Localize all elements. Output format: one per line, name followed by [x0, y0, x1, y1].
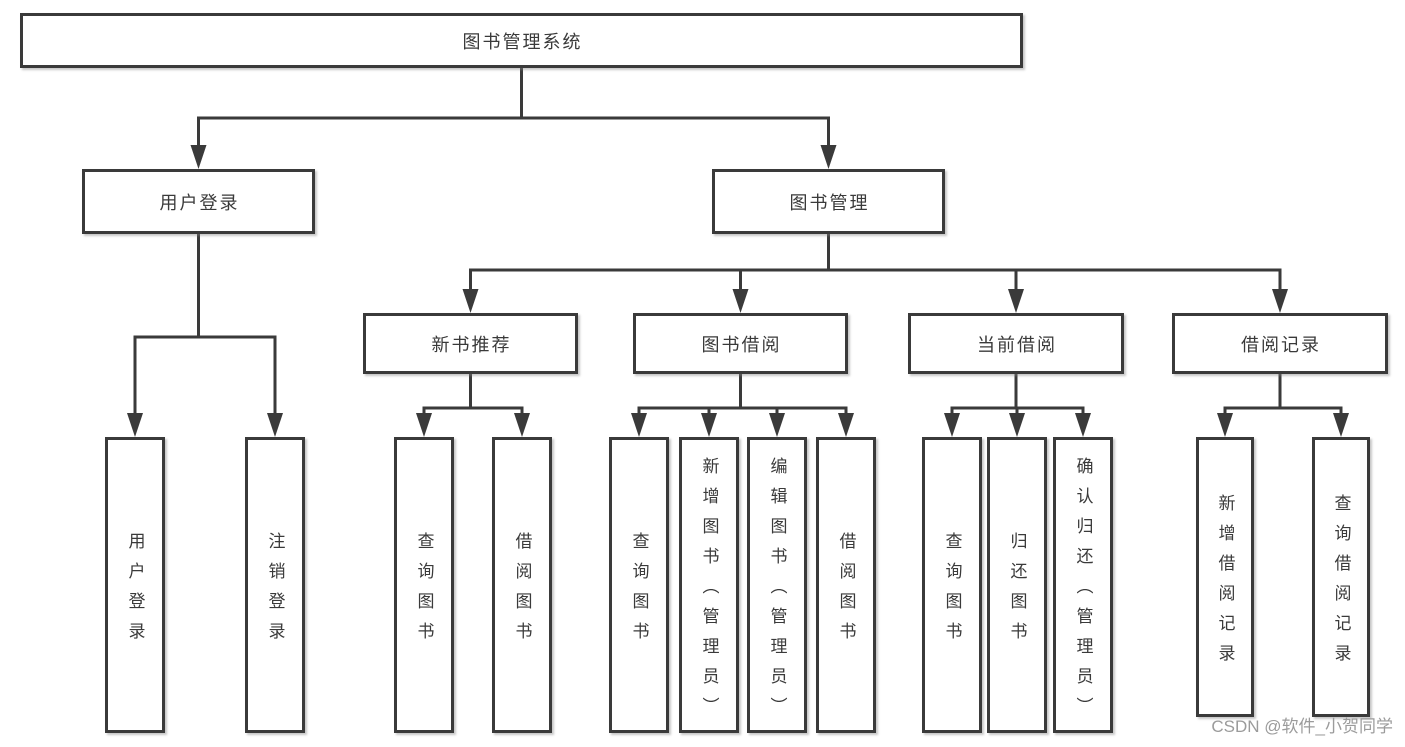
node-current-borrow: 当前借阅: [908, 313, 1124, 374]
node-root-system: 图书管理系统: [20, 13, 1023, 68]
leaf-recommend-borrow-book-label: 借阅图书: [512, 531, 532, 652]
leaf-current-return-book-label: 归还图书: [1007, 531, 1027, 652]
node-book-borrow-label: 图书借阅: [701, 334, 782, 355]
node-user-login-branch: 用户登录: [82, 169, 315, 234]
node-book-management-label: 图书管理: [789, 192, 870, 213]
leaf-recommend-query-book: 查询图书: [394, 437, 454, 733]
leaf-borrow-query-book: 查询图书: [609, 437, 669, 733]
leaf-current-confirm-return-admin: 确认归还（管理员）: [1053, 437, 1113, 733]
leaf-borrow-edit-book-admin-label: 编辑图书（管理员）: [767, 456, 787, 727]
node-book-borrow: 图书借阅: [633, 313, 848, 374]
leaf-current-query-book-label: 查询图书: [942, 531, 962, 652]
leaf-borrow-add-book-admin-label: 新增图书（管理员）: [699, 456, 719, 727]
leaf-recommend-query-book-label: 查询图书: [414, 531, 434, 652]
node-current-borrow-label: 当前借阅: [977, 334, 1057, 355]
leaf-record-add-borrow-record: 新增借阅记录: [1196, 437, 1254, 717]
leaf-borrow-query-book-label: 查询图书: [629, 531, 649, 652]
leaf-borrow-edit-book-admin: 编辑图书（管理员）: [747, 437, 807, 733]
node-borrow-record: 借阅记录: [1172, 313, 1388, 374]
node-book-management: 图书管理: [712, 169, 945, 234]
leaf-recommend-borrow-book: 借阅图书: [492, 437, 552, 733]
node-user-login-branch-label: 用户登录: [159, 192, 240, 213]
leaf-record-add-borrow-record-label: 新增借阅记录: [1215, 493, 1235, 674]
node-root-label: 图书管理系统: [462, 31, 583, 52]
node-borrow-record-label: 借阅记录: [1241, 334, 1321, 355]
leaf-borrow-borrow-book-label: 借阅图书: [836, 531, 856, 652]
leaf-current-confirm-return-admin-label: 确认归还（管理员）: [1073, 456, 1093, 727]
leaf-current-query-book: 查询图书: [922, 437, 982, 733]
leaf-user-login: 用户登录: [105, 437, 165, 733]
node-new-book-recommend-label: 新书推荐: [431, 334, 512, 355]
leaf-record-query-borrow-record-label: 查询借阅记录: [1331, 493, 1351, 674]
leaf-borrow-borrow-book: 借阅图书: [816, 437, 876, 733]
leaf-logout-label: 注销登录: [265, 531, 285, 652]
watermark: CSDN @软件_小贺同学: [1211, 717, 1393, 736]
leaf-current-return-book: 归还图书: [987, 437, 1047, 733]
leaf-record-query-borrow-record: 查询借阅记录: [1312, 437, 1370, 717]
leaf-borrow-add-book-admin: 新增图书（管理员）: [679, 437, 739, 733]
node-new-book-recommend: 新书推荐: [363, 313, 578, 374]
leaf-logout: 注销登录: [245, 437, 305, 733]
leaf-user-login-label: 用户登录: [125, 531, 145, 652]
